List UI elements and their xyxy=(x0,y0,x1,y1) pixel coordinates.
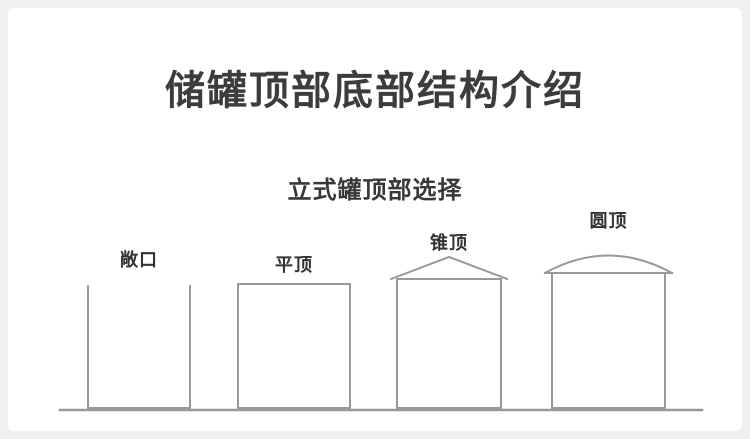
page-title: 储罐顶部底部结构介绍 xyxy=(165,69,585,113)
tank-label-cone-top: 锥顶 xyxy=(430,233,468,253)
tank-label-open-top: 敞口 xyxy=(120,250,158,270)
tank-dome-top-body xyxy=(551,272,666,409)
section-subtitle: 立式罐顶部选择 xyxy=(287,177,463,204)
tank-cone-top-body xyxy=(396,278,502,409)
tank-open-top-shape xyxy=(87,285,191,409)
tank-flat-top-shape xyxy=(237,283,351,409)
content-card xyxy=(8,8,742,431)
tank-cone-top-roof xyxy=(389,255,509,281)
tank-dome-top-roof xyxy=(543,254,674,275)
tank-label-flat-top: 平顶 xyxy=(275,255,313,275)
tank-label-dome-top: 圆顶 xyxy=(589,211,628,231)
